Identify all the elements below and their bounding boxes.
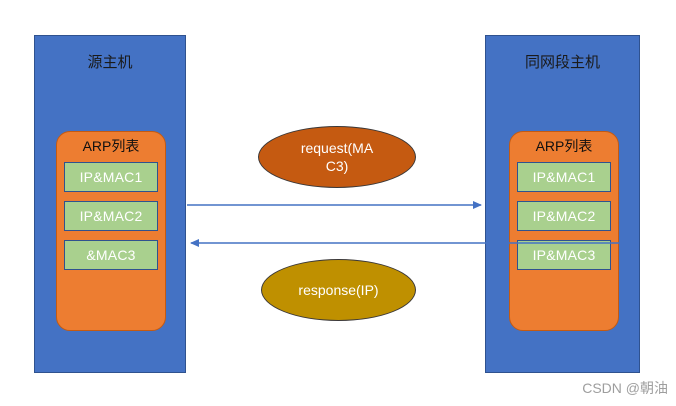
message-response-text: response(IP)	[298, 282, 379, 298]
host-title-source: 源主机	[87, 54, 133, 71]
arp-entry[interactable]: IP&MAC2	[64, 201, 158, 231]
host-box-peer: 同网段主机 ARP列表 IP&MAC1 IP&MAC2 IP&MAC3	[485, 35, 640, 373]
arp-entry[interactable]: IP&MAC1	[517, 162, 611, 192]
arp-panel-source: ARP列表 IP&MAC1 IP&MAC2 &MAC3	[56, 131, 166, 331]
message-ellipse-response[interactable]: response(IP)	[261, 259, 416, 321]
arp-entry[interactable]: IP&MAC3	[517, 240, 611, 270]
csdn-watermark: CSDN @朝油	[582, 380, 668, 396]
arp-entry[interactable]: &MAC3	[64, 240, 158, 270]
arp-panel-title-peer: ARP列表	[535, 138, 593, 154]
host-title-peer: 同网段主机	[524, 54, 600, 71]
message-request-text: request(MA C3)	[300, 140, 374, 174]
arp-entry-list-source: IP&MAC1 IP&MAC2 &MAC3	[64, 162, 158, 270]
arp-entry[interactable]: IP&MAC2	[517, 201, 611, 231]
host-box-source: 源主机 ARP列表 IP&MAC1 IP&MAC2 &MAC3	[34, 35, 186, 373]
arp-entry-list-peer: IP&MAC1 IP&MAC2 IP&MAC3	[517, 162, 611, 270]
arp-entry[interactable]: IP&MAC1	[64, 162, 158, 192]
message-ellipse-request[interactable]: request(MA C3)	[258, 126, 416, 188]
arp-panel-peer: ARP列表 IP&MAC1 IP&MAC2 IP&MAC3	[509, 131, 619, 331]
arp-panel-title-source: ARP列表	[82, 138, 140, 154]
